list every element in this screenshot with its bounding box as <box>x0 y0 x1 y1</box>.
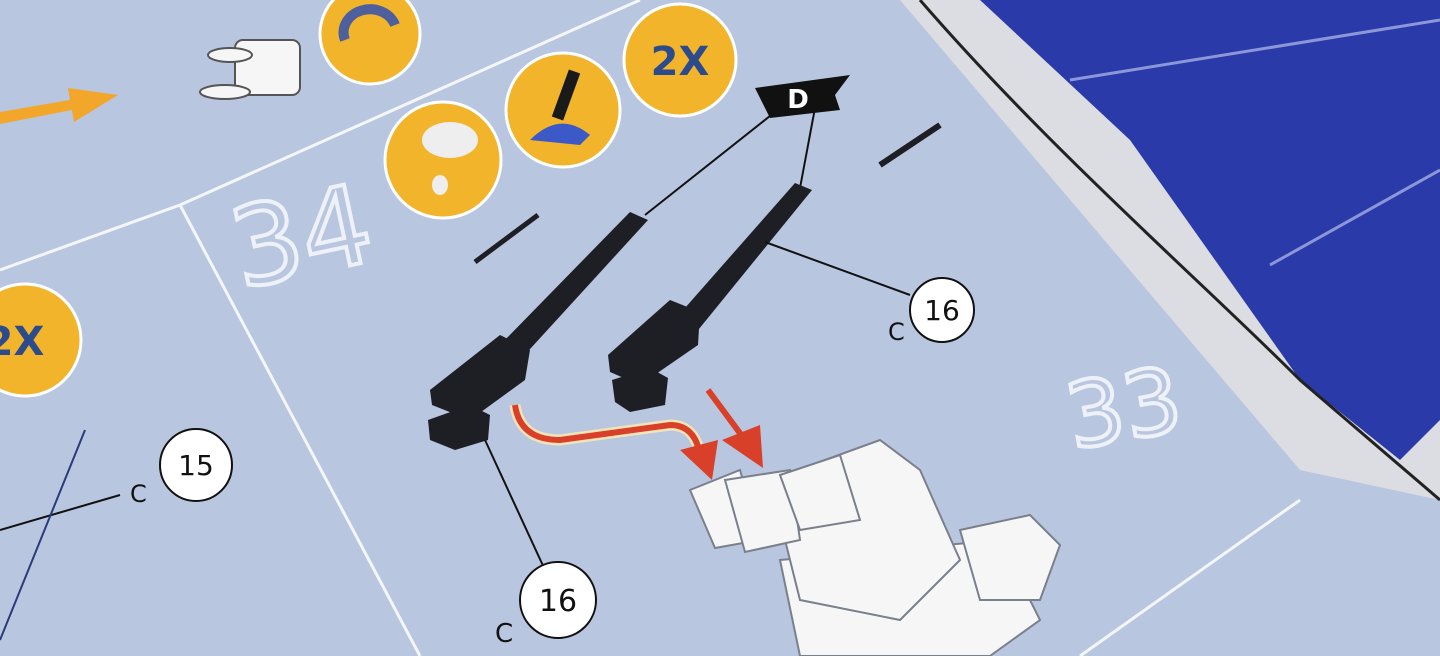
cutting-mat <box>980 0 1440 460</box>
svg-text:D: D <box>787 85 809 115</box>
rotate-icon <box>318 0 422 86</box>
step-number-34: 34 <box>220 160 384 314</box>
assembly-arrow-icon <box>705 388 748 442</box>
quantity-badge-top: 2X <box>622 2 738 118</box>
svg-text:15: 15 <box>178 449 214 482</box>
part-callout-c15: C 15 <box>130 428 233 508</box>
black-part-right <box>608 183 812 412</box>
step-number-33: 33 <box>1058 347 1189 470</box>
assembly-arrow-icon <box>512 404 703 456</box>
paint-brush-icon <box>504 51 622 169</box>
svg-text:C: C <box>130 480 147 508</box>
svg-text:2X: 2X <box>0 319 44 365</box>
svg-text:16: 16 <box>539 584 577 619</box>
turret-assembly <box>688 438 1062 656</box>
glue-icon <box>383 100 503 220</box>
small-pin <box>878 122 942 168</box>
decal-flag: D <box>755 75 850 118</box>
direction-arrow-icon <box>0 88 118 124</box>
svg-text:C: C <box>888 318 905 346</box>
black-part-left <box>428 212 648 450</box>
part-callout-c16-bottom: C 16 <box>495 561 597 649</box>
svg-text:16: 16 <box>924 294 960 327</box>
hand-icon <box>199 39 301 100</box>
svg-text:2X: 2X <box>651 39 710 85</box>
small-pin <box>473 212 540 265</box>
part-callout-c16-top: C 16 <box>888 277 975 346</box>
quantity-badge-left: 2X <box>0 282 83 398</box>
svg-text:C: C <box>495 619 513 649</box>
